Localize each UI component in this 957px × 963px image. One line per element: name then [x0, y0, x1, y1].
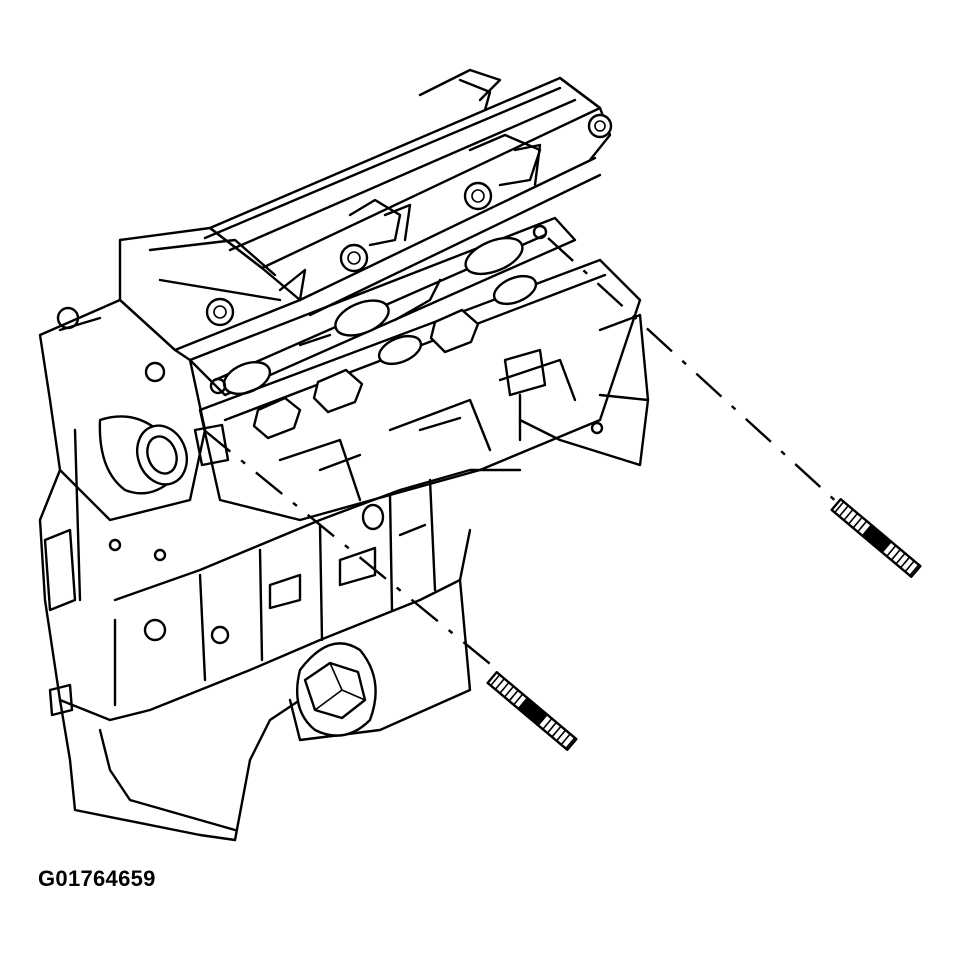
- leader-lines: [203, 237, 841, 673]
- port-bolt: [429, 308, 480, 354]
- valve-cover: [118, 68, 612, 352]
- figure-id-label: G01764659: [38, 866, 156, 891]
- head-bolt: [205, 297, 235, 327]
- exhaust-manifold-stud: [830, 498, 922, 578]
- exhaust-manifold-stud: [486, 671, 578, 751]
- lower-port-row: [198, 258, 642, 522]
- exhaust-port-flange: [188, 216, 577, 397]
- port-bolt: [252, 396, 302, 440]
- head-bolt: [587, 113, 613, 139]
- engine-block: [43, 468, 522, 842]
- head-bolt: [463, 181, 493, 211]
- head-bolt-row: [205, 113, 613, 327]
- head-bosses: [278, 133, 542, 302]
- water-outlet: [38, 298, 230, 702]
- head-bolt: [339, 243, 369, 273]
- port-bolt: [312, 368, 364, 414]
- drain-plug: [296, 642, 377, 737]
